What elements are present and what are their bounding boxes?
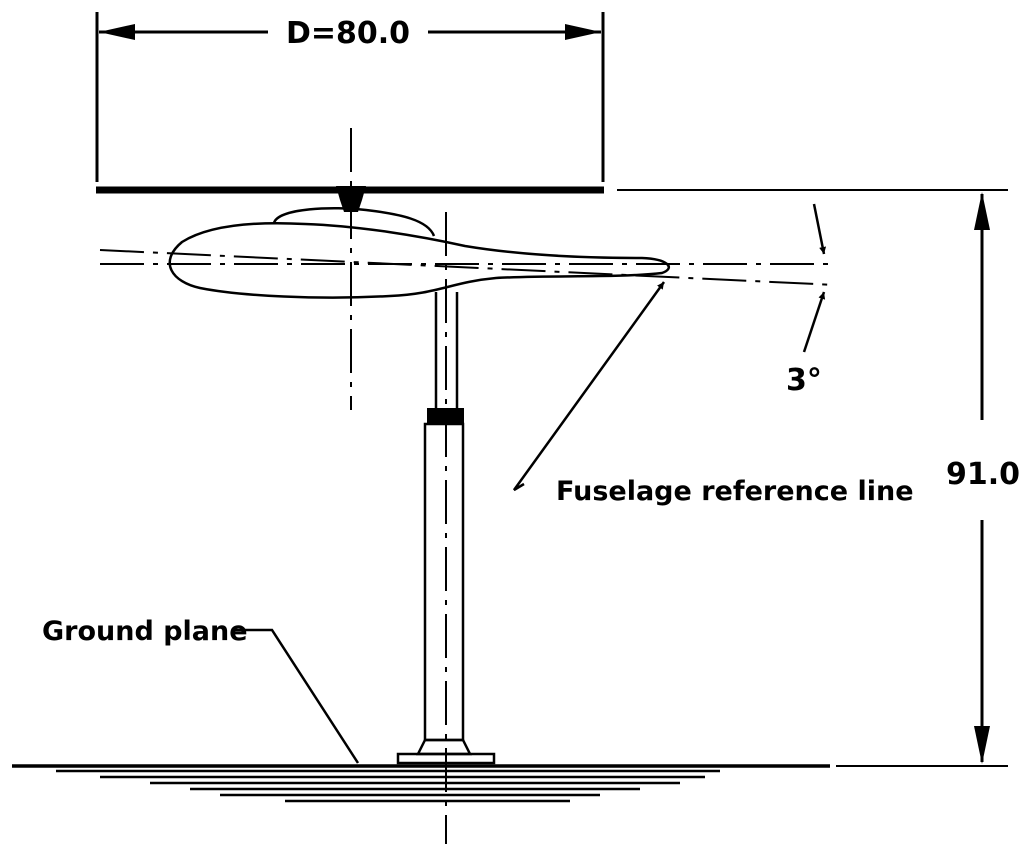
diameter-arrowhead-left (99, 24, 135, 40)
diameter-label: D=80.0 (286, 16, 410, 51)
support-strut (396, 292, 496, 765)
base-plate (396, 752, 496, 765)
fuselage (99, 206, 837, 299)
ground-plane-label: Ground plane (42, 616, 248, 647)
height-label: 91.0 (946, 457, 1020, 492)
angle-arrow-lower (802, 291, 826, 353)
column-foot (415, 738, 473, 756)
angle-label: 3° (786, 363, 822, 398)
angle-callout (802, 203, 827, 353)
support-column (423, 422, 465, 742)
fuselage-body (168, 221, 670, 299)
height-arrowhead-bottom (974, 726, 990, 764)
fuselage-reference-line-label: Fuselage reference line (556, 476, 914, 507)
rotor (96, 186, 1008, 212)
fuselage-reference-line (99, 249, 837, 286)
diameter-dimension (95, 12, 605, 182)
ground-plane-leader (235, 628, 360, 764)
sting-collar (427, 408, 464, 424)
height-arrowhead-top (974, 192, 990, 230)
angle-arrow-upper (812, 203, 827, 255)
diameter-arrowhead-right (565, 24, 601, 40)
ground-plane (12, 764, 830, 803)
fuselage-canopy (272, 206, 436, 237)
fuselage-reference-leader (512, 281, 666, 492)
height-dimension (836, 192, 1008, 767)
